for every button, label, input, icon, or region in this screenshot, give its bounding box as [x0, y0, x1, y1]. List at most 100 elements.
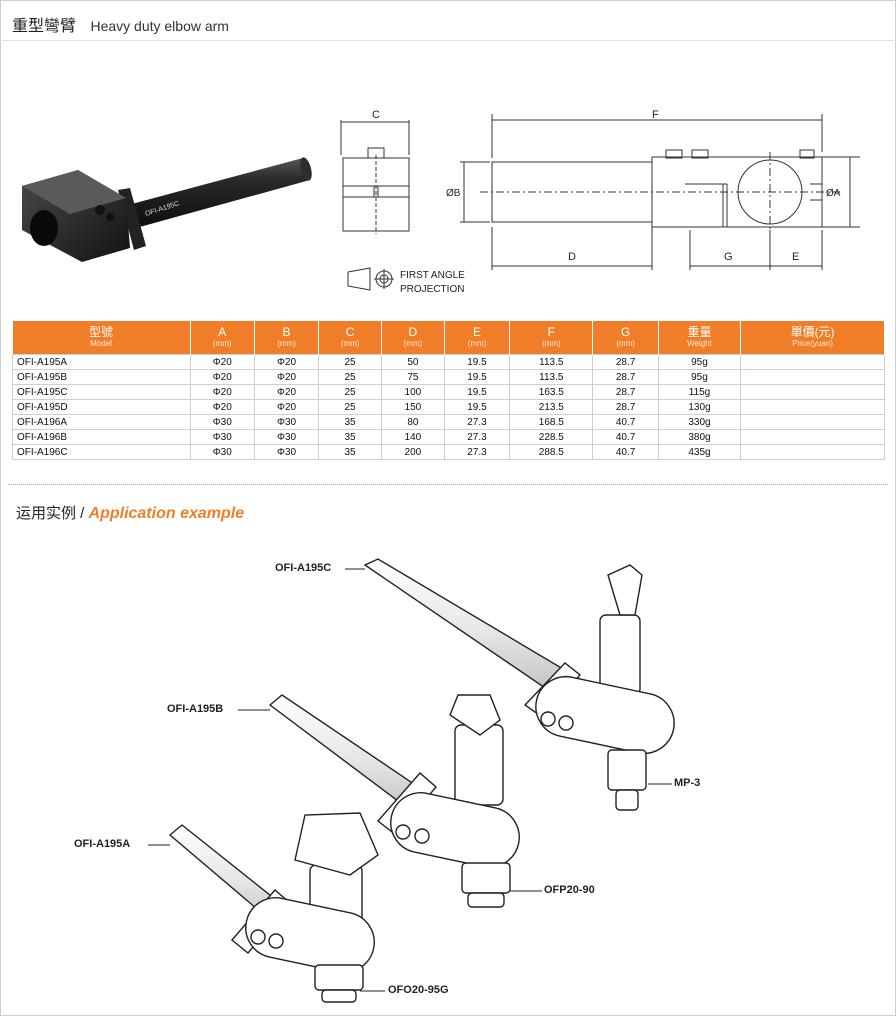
header-col-2: B(mm) [254, 321, 320, 355]
table-cell: 75 [380, 369, 445, 385]
table-cell: 50 [380, 354, 445, 370]
table-cell: Φ20 [253, 399, 320, 415]
table-cell: 28.7 [592, 354, 659, 370]
table-cell: 130g [657, 399, 742, 415]
table-cell: 28.7 [592, 399, 659, 415]
table-cell: 435g [657, 444, 742, 460]
table-cell: 288.5 [509, 444, 594, 460]
table-cell: 19.5 [443, 384, 511, 400]
projection-line-1: FIRST ANGLE [400, 270, 465, 281]
dim-b: ØB [446, 188, 461, 199]
table-cell: 95g [657, 354, 742, 370]
application-title-zh: 运用实例 / [16, 505, 89, 522]
table-cell [740, 429, 885, 445]
table-cell: 115g [657, 384, 742, 400]
header-sub: (mm) [340, 338, 360, 348]
title-zh: 重型彎臂 [12, 18, 77, 35]
header-main: D [408, 324, 418, 339]
header-main: C [345, 324, 355, 339]
header-main: B [282, 324, 291, 339]
table-cell: 19.5 [443, 369, 511, 385]
dim-a: ØA [826, 188, 841, 199]
header-sub: (mm) [467, 338, 487, 348]
header-sub: (mm) [616, 338, 635, 348]
dim-g: G [724, 251, 733, 263]
table-cell: 25 [318, 354, 382, 370]
table-cell: Φ30 [189, 414, 255, 430]
header-sub: (mm) [277, 338, 296, 348]
table-cell: Φ20 [253, 369, 320, 385]
table-cell: Φ20 [189, 399, 255, 415]
table-cell: 200 [380, 444, 445, 460]
table-cell: Φ30 [189, 429, 255, 445]
label-mp-3: MP-3 [674, 777, 701, 789]
page-title: 重型彎臂 Heavy duty elbow arm [12, 12, 229, 36]
table-cell: 380g [657, 429, 742, 445]
model-cell: OFI-A195A [12, 354, 191, 370]
table-cell: 113.5 [509, 369, 594, 385]
model-cell: OFI-A196B [12, 429, 191, 445]
table-cell [740, 444, 885, 460]
product-photo: OFI-A195C [22, 157, 312, 262]
model-cell: OFI-A196A [12, 414, 191, 430]
header-main: E [472, 324, 481, 339]
table-cell: Φ20 [253, 354, 320, 370]
header-main: 重量 [687, 324, 712, 339]
table-cell [740, 354, 885, 370]
header-col-1: A(mm) [190, 321, 255, 355]
table-cell: 150 [380, 399, 445, 415]
table-cell: 25 [318, 384, 382, 400]
table-cell: 40.7 [592, 429, 659, 445]
header-sub: Model [90, 338, 112, 348]
table-cell [740, 369, 885, 385]
table-cell: Φ20 [189, 384, 255, 400]
header-sub: (mm) [403, 338, 423, 348]
label-ofo20-95g: OFO20-95G [388, 984, 449, 996]
application-illustration [148, 558, 675, 1003]
table-cell: Φ30 [253, 429, 320, 445]
label-ofp20-90: OFP20-90 [544, 884, 595, 896]
model-cell: OFI-A196C [12, 444, 191, 460]
header-sub: Weight [687, 338, 712, 348]
table-cell: 113.5 [509, 354, 594, 370]
table-cell [740, 414, 885, 430]
table-cell [740, 399, 885, 415]
table-cell: 40.7 [592, 444, 659, 460]
header-col-9: 單價(元)Price(yuan) [740, 321, 885, 355]
table-cell: 228.5 [509, 429, 594, 445]
header-sub: (mm) [541, 338, 561, 348]
projection-line-2: PROJECTION [400, 284, 464, 295]
dim-d: D [568, 251, 576, 263]
header-main: A [218, 324, 227, 339]
model-cell: OFI-A195D [12, 399, 191, 415]
header-main: 單價(元) [790, 324, 835, 339]
table-cell: 27.3 [443, 444, 511, 460]
header-main: G [620, 324, 631, 339]
table-cell: 163.5 [509, 384, 594, 400]
table-cell: Φ20 [253, 384, 320, 400]
table-cell: 330g [657, 414, 742, 430]
dim-f: F [652, 109, 659, 121]
table-cell: Φ30 [189, 444, 255, 460]
technical-drawing: C F ØB ØA D G E FIRST ANGLE PROJECTION [340, 109, 860, 295]
table-cell: 19.5 [443, 399, 511, 415]
model-cell: OFI-A195B [12, 369, 191, 385]
table-cell: Φ20 [189, 369, 255, 385]
label-ofi-a195b: OFI-A195B [167, 703, 224, 715]
table-cell: 35 [318, 444, 382, 460]
application-title-en: Application example [88, 505, 245, 522]
table-cell: 80 [380, 414, 445, 430]
table-cell: 28.7 [592, 384, 659, 400]
table-cell [740, 384, 885, 400]
